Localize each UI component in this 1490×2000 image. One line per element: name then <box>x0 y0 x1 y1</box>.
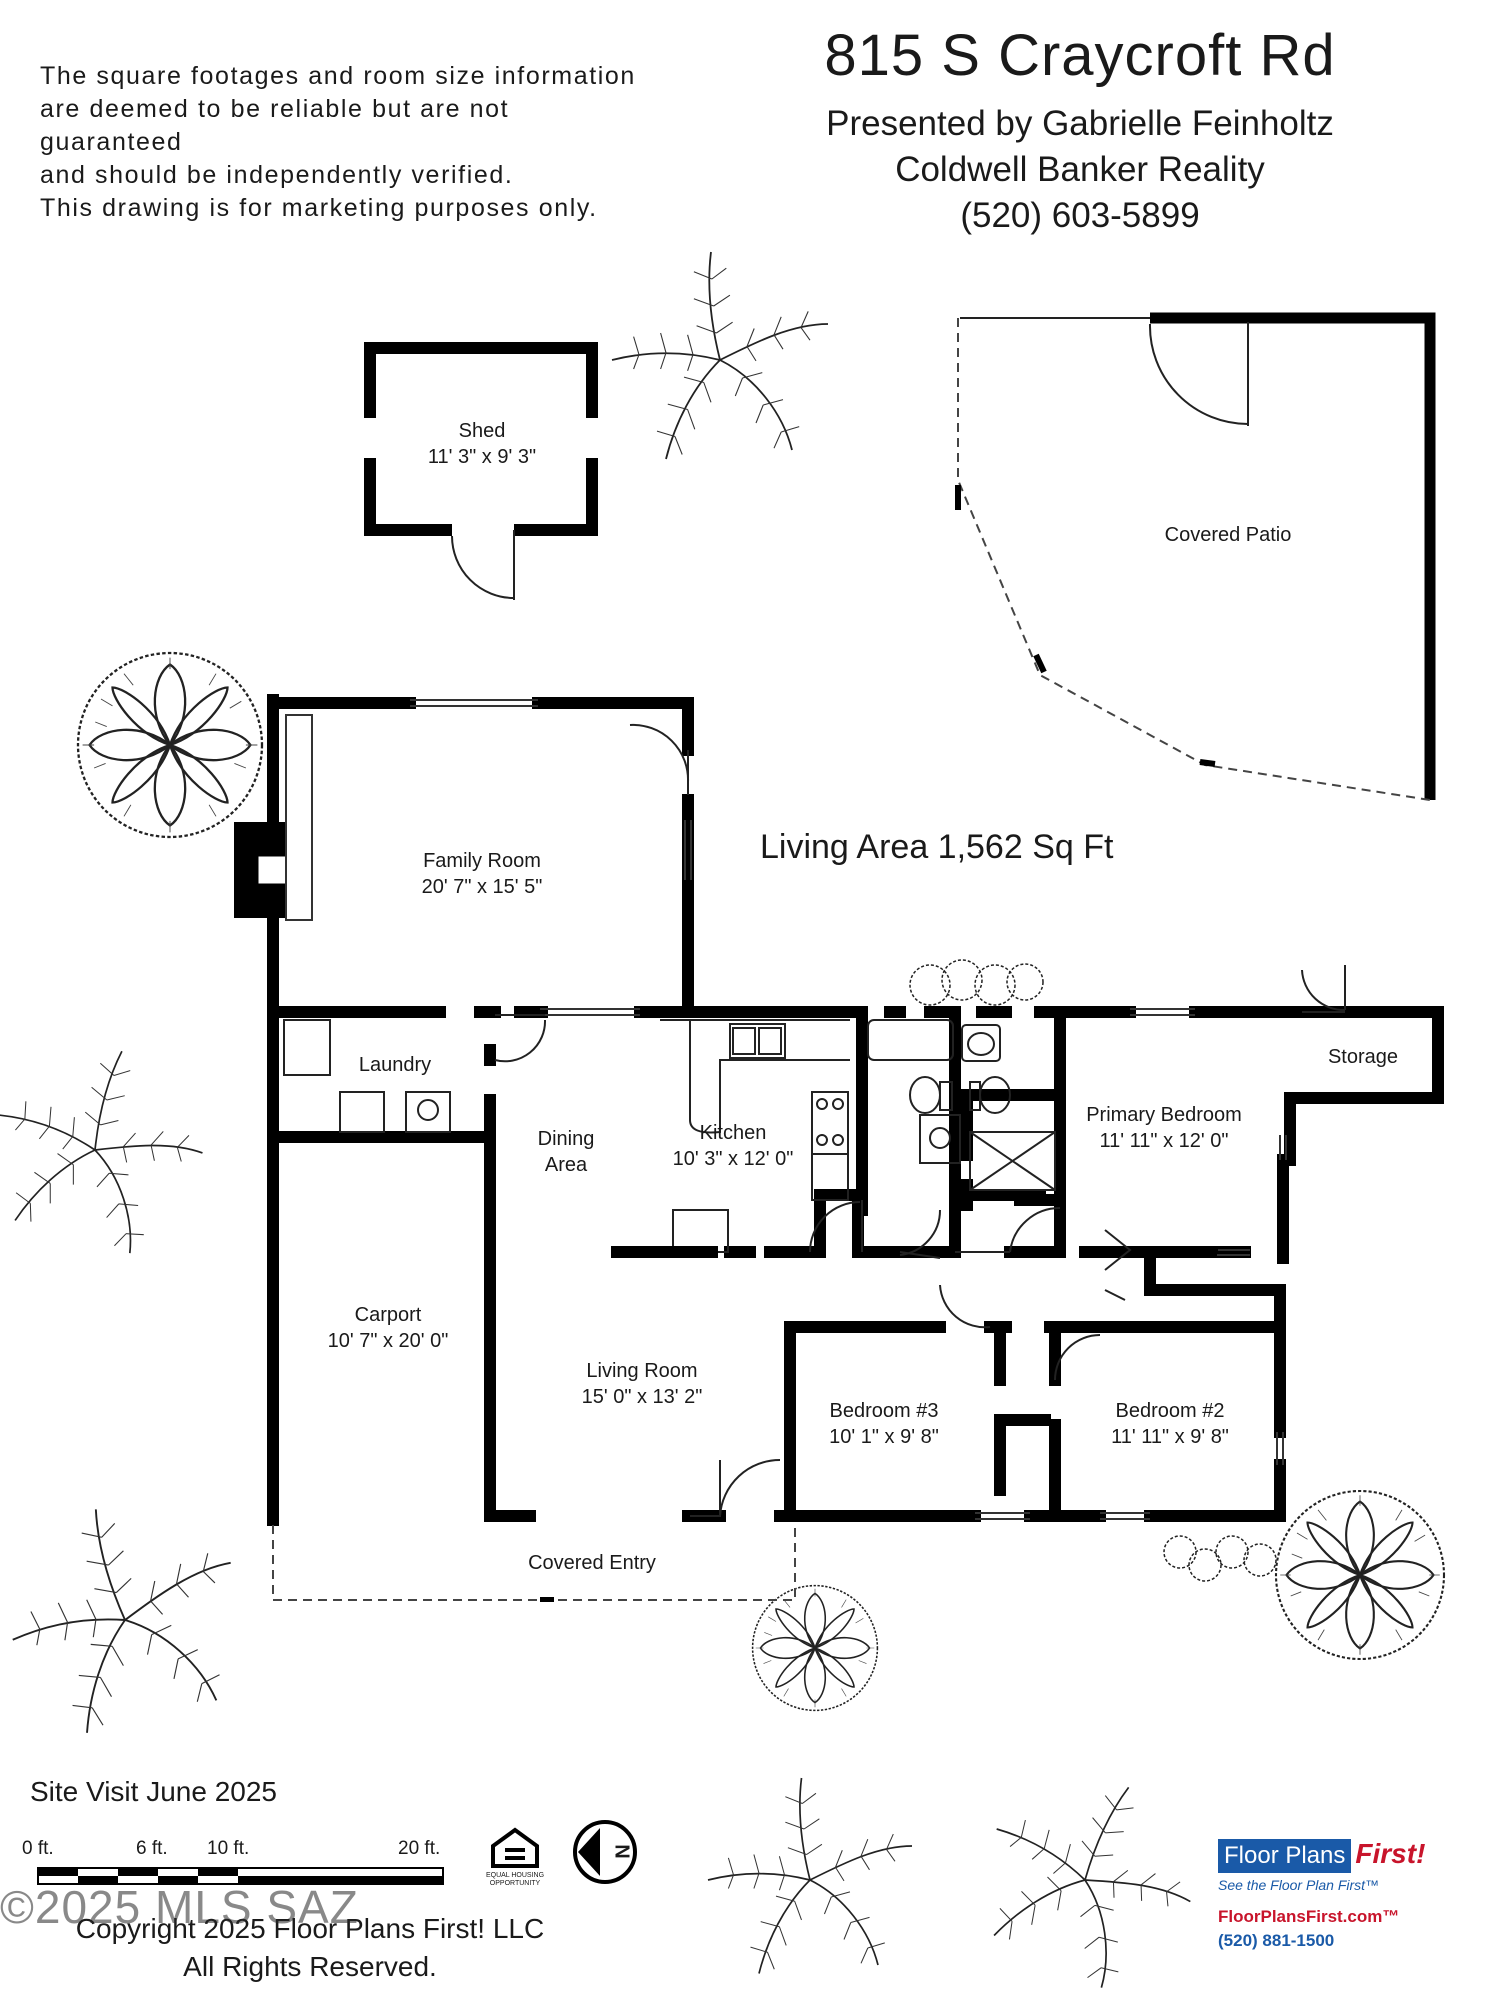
room-size: 20' 7" x 15' 5" <box>421 876 543 898</box>
copyright-line: Copyright 2025 Floor Plans First! LLC <box>75 1913 545 1944</box>
disclaimer-line: This drawing is for marketing purposes o… <box>40 194 598 222</box>
disclaimer: The square footages and room size inform… <box>40 60 660 225</box>
room-label-bedroom-2: Bedroom #2 11' 11" x 9' 8" <box>1040 1398 1300 1450</box>
logo-url: FloorPlansFirst.com™ <box>1218 1907 1400 1926</box>
equal-housing-icon <box>491 1827 539 1868</box>
scale-label: 0 ft. <box>22 1838 54 1859</box>
palm-tree-top <box>611 251 829 460</box>
room-label-carport: Carport 10' 7" x 20' 0" <box>258 1302 518 1354</box>
logo-brand-part2: First! <box>1355 1838 1426 1869</box>
room-label-storage: Storage <box>1233 1044 1490 1070</box>
copyright: Copyright 2025 Floor Plans First! LLC Al… <box>30 1910 590 1986</box>
palm-tree-bottom-right <box>949 1739 1226 2000</box>
palm-tree-left <box>0 1018 227 1274</box>
room-name: Shed <box>458 420 506 442</box>
disclaimer-line: and should be independently verified. <box>40 161 514 189</box>
room-name: Covered Patio <box>1164 524 1292 546</box>
round-tree-right <box>1274 1489 1446 1661</box>
house-walls <box>267 694 1444 1526</box>
disclaimer-line: are deemed to be reliable but are not gu… <box>40 95 510 156</box>
windows <box>410 699 1287 1520</box>
shrubs-rear <box>909 959 1044 1006</box>
room-label-living-room: Living Room 15' 0" x 13' 2" <box>512 1358 772 1410</box>
room-label-dining-area: Dining Area <box>436 1126 696 1178</box>
room-label-bedroom-3: Bedroom #3 10' 1" x 9' 8" <box>754 1398 1014 1450</box>
room-label-family-room: Family Room 20' 7" x 15' 5" <box>352 848 612 900</box>
room-name: Covered Entry <box>528 1552 656 1574</box>
room-name: Bedroom #2 <box>1115 1400 1225 1422</box>
room-label-covered-entry: Covered Entry <box>462 1550 722 1576</box>
site-visit-date: Site Visit June 2025 <box>30 1776 277 1807</box>
presented-by: Presented by Gabrielle Feinholtz <box>826 104 1334 143</box>
covered-entry-outline <box>272 1525 796 1601</box>
compass-letter: N <box>610 1844 633 1859</box>
covered-patio-outline <box>955 312 1436 801</box>
scale-label: 20 ft. <box>398 1838 441 1859</box>
laundry-fixtures <box>283 1019 451 1133</box>
living-area-total: Living Area 1,562 Sq Ft <box>760 828 1114 866</box>
agent-phone: (520) 603-5899 <box>960 196 1200 235</box>
room-name: Family Room <box>423 850 541 872</box>
room-name: Kitchen <box>699 1122 767 1144</box>
property-address: 815 S Craycroft Rd <box>824 23 1336 88</box>
kitchen-fixtures <box>660 1019 850 1253</box>
room-label-primary-bedroom: Primary Bedroom 11' 11" x 12' 0" <box>1034 1102 1294 1154</box>
room-size: 11' 3" x 9' 3" <box>427 446 537 468</box>
room-name: Primary Bedroom <box>1086 1104 1242 1126</box>
logo-phone: (520) 881-1500 <box>1218 1931 1335 1950</box>
room-size: 10' 1" x 9' 8" <box>829 1426 939 1448</box>
room-label-shed: Shed 11' 3" x 9' 3" <box>352 418 612 470</box>
room-size: 11' 11" x 12' 0" <box>1099 1130 1229 1152</box>
room-size: 10' 7" x 20' 0" <box>327 1330 449 1352</box>
equal-housing-label: EQUAL HOUSING OPPORTUNITY <box>485 1872 545 1887</box>
scale-bar <box>37 1867 444 1885</box>
room-label-covered-patio: Covered Patio <box>1098 522 1358 548</box>
room-size: 10' 3" x 12' 0" <box>672 1148 794 1170</box>
room-size: 15' 0" x 13' 2" <box>581 1386 703 1408</box>
shed-door <box>451 530 515 600</box>
room-name: Carport <box>354 1304 422 1326</box>
palm-tree-bottom-center <box>707 1777 913 1975</box>
round-tree-top-left <box>76 651 264 839</box>
scale-label: 10 ft. <box>207 1838 250 1859</box>
round-tree-entry <box>751 1584 879 1712</box>
room-size: 11' 11" x 9' 8" <box>1111 1426 1229 1448</box>
room-name: Dining <box>537 1128 595 1150</box>
room-name: Storage <box>1327 1046 1399 1068</box>
copyright-line: All Rights Reserved. <box>183 1951 437 1982</box>
room-name: Bedroom #3 <box>829 1400 939 1422</box>
disclaimer-line: The square footages and room size inform… <box>40 62 636 90</box>
logo-brand-part1: Floor Plans <box>1218 1839 1352 1873</box>
shrubs-side <box>1163 1535 1277 1582</box>
doors <box>494 723 1346 1517</box>
mls-watermark: ©2025 MLS SAZ <box>0 1881 359 1933</box>
logo-brand: Floor Plans First! <box>1218 1838 1468 1873</box>
shed-walls <box>364 342 598 536</box>
brokerage-name: Coldwell Banker Reality <box>895 150 1265 189</box>
north-arrow-icon <box>573 1820 637 1884</box>
room-label-kitchen: Kitchen 10' 3" x 12' 0" <box>603 1120 863 1172</box>
room-name: Living Room <box>586 1360 698 1382</box>
room-name: Laundry <box>358 1054 432 1076</box>
bathroom-fixtures <box>867 1019 1056 1191</box>
floor-plans-first-logo: Floor Plans First! See the Floor Plan Fi… <box>1218 1838 1468 1968</box>
scale-label: 6 ft. <box>136 1838 168 1859</box>
room-name: Area <box>544 1154 588 1176</box>
room-label-laundry: Laundry <box>265 1052 525 1078</box>
logo-tagline: See the Floor Plan First™ <box>1218 1877 1380 1893</box>
palm-tree-bottom-left <box>0 1486 257 1744</box>
